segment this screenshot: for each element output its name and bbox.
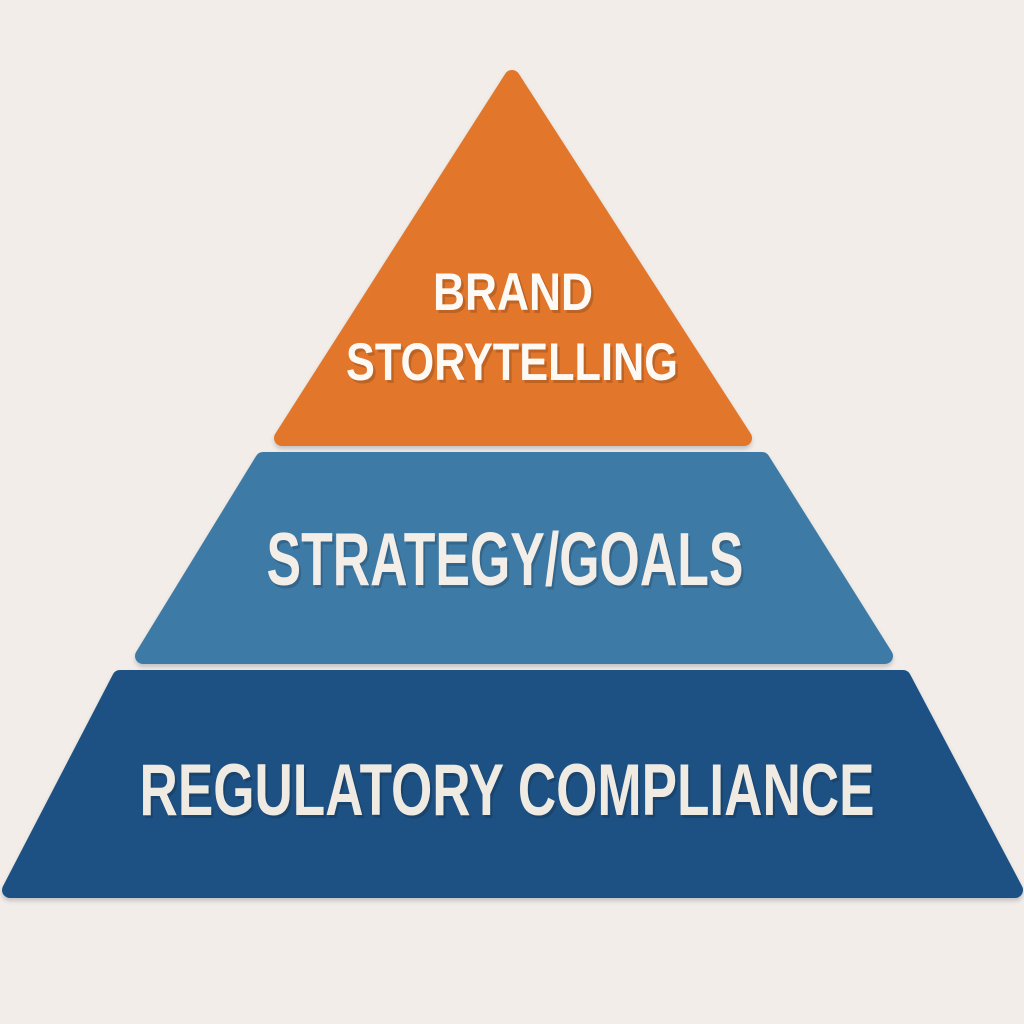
tier-label-strategy-goals: STRATEGY/GOALS	[267, 517, 744, 601]
tier-label-storytelling: STORYTELLING	[346, 333, 678, 392]
tier-shape-strategy-goals	[135, 452, 893, 664]
tier-label-brand: BRAND	[433, 263, 593, 322]
tier-shape-brand-storytelling	[274, 70, 752, 446]
tier-label-regulatory-compliance: REGULATORY COMPLIANCE	[140, 750, 875, 831]
tier-shape-regulatory-compliance	[2, 670, 1023, 898]
